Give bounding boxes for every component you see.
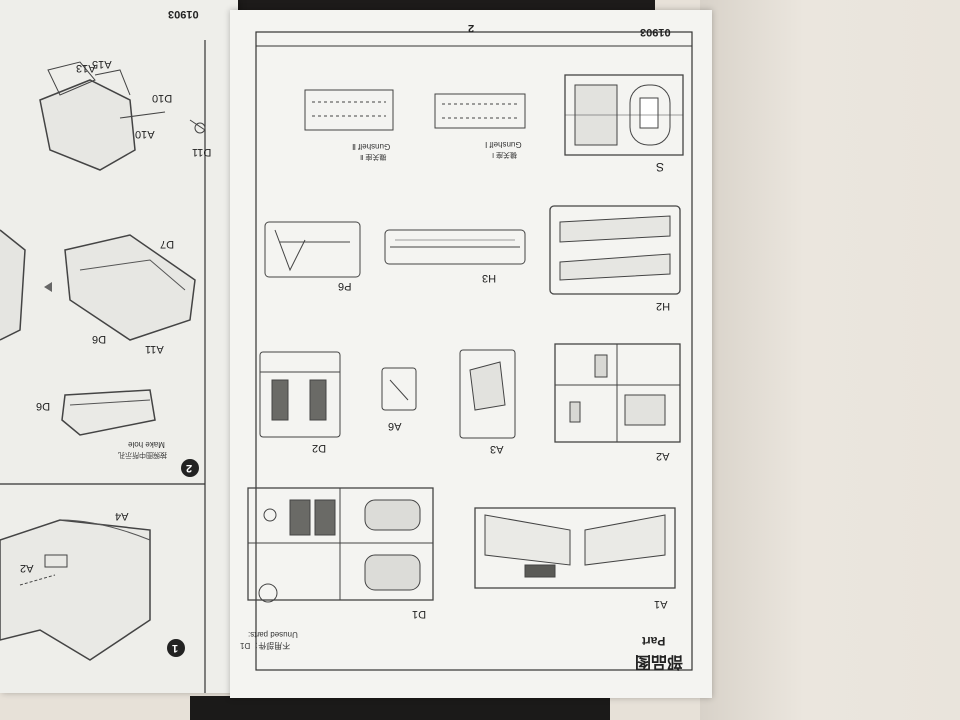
parts-title-en: Part: [642, 634, 666, 648]
sprue-label-gunshelf-2: Gunshelf Ⅱ: [352, 142, 391, 151]
sprue-label-a1: A1: [654, 598, 668, 610]
sprue-label-s: S: [656, 160, 665, 174]
sprue-label-a6: A6: [388, 420, 402, 432]
sprue-p6: [264, 221, 361, 278]
sprue-a3: [459, 349, 516, 439]
step-number-2: 2: [186, 462, 193, 474]
sprue-h2: [549, 205, 681, 295]
left-header-code: 01903: [168, 8, 199, 20]
header-code: 01903: [640, 26, 671, 38]
sprue-label-h3: H3: [482, 272, 497, 284]
sprue-label-a3: A3: [490, 443, 504, 455]
note-cn: 按照图中所示孔: [118, 451, 167, 458]
note-en: Make hole: [128, 440, 165, 449]
part-label-a4: A4: [115, 510, 129, 522]
sprue-label-d2: D2: [312, 442, 327, 454]
left-page-drawings: [0, 40, 206, 693]
sprue-s: [564, 74, 684, 156]
left-instruction-page: 01903 2 1 A15 A13 D10 A10 D11 D7 D6 A11 …: [0, 0, 238, 693]
sprue-label-gunshelf-1-cn: 機关座 Ⅰ: [492, 151, 518, 158]
sprue-drawings: [247, 31, 693, 671]
part-label-d10: D10: [152, 92, 173, 104]
sprue-d1: [247, 487, 434, 603]
parts-diagram-page: 01903 2 S Gunshelf Ⅰ 機关座 Ⅰ Gunshelf Ⅱ 機关…: [230, 10, 712, 698]
sprue-gunshelf-2: [304, 89, 394, 131]
sprue-label-a2: A2: [656, 450, 670, 462]
part-label-d7: D7: [160, 238, 175, 250]
unused-parts-cn: 不用部件：D1: [240, 641, 291, 650]
parts-title-cn: 部品图: [635, 653, 684, 670]
part-label-a2: A2: [20, 562, 34, 574]
page-number: 2: [468, 22, 475, 34]
unused-parts-en: Unused parts:: [248, 630, 298, 639]
binder-edge-bottom: [190, 696, 610, 720]
sprue-label-h2: H2: [656, 300, 671, 312]
part-label-d6-2: D6: [36, 400, 51, 412]
step-number-1: 1: [172, 642, 179, 654]
part-label-a13: A13: [76, 62, 96, 74]
part-label-a11: A11: [145, 343, 164, 355]
sprue-label-p6: P6: [338, 280, 352, 292]
sprue-a2: [554, 343, 681, 443]
sprue-h3: [384, 229, 526, 265]
part-label-a10: A10: [135, 128, 155, 140]
part-label-d11: D11: [192, 146, 212, 158]
sprue-a1: [474, 507, 676, 589]
sprue-label-gunshelf-2-cn: 機关座 Ⅱ: [360, 153, 387, 160]
part-label-d6: D6: [92, 333, 107, 345]
sprue-gunshelf-1: [434, 93, 526, 129]
sprue-label-gunshelf-1: Gunshelf Ⅰ: [485, 140, 522, 149]
table-surface: [700, 0, 960, 720]
sprue-label-d1: D1: [412, 608, 427, 620]
sprue-a6: [381, 367, 417, 411]
sprue-d2: [259, 351, 341, 438]
